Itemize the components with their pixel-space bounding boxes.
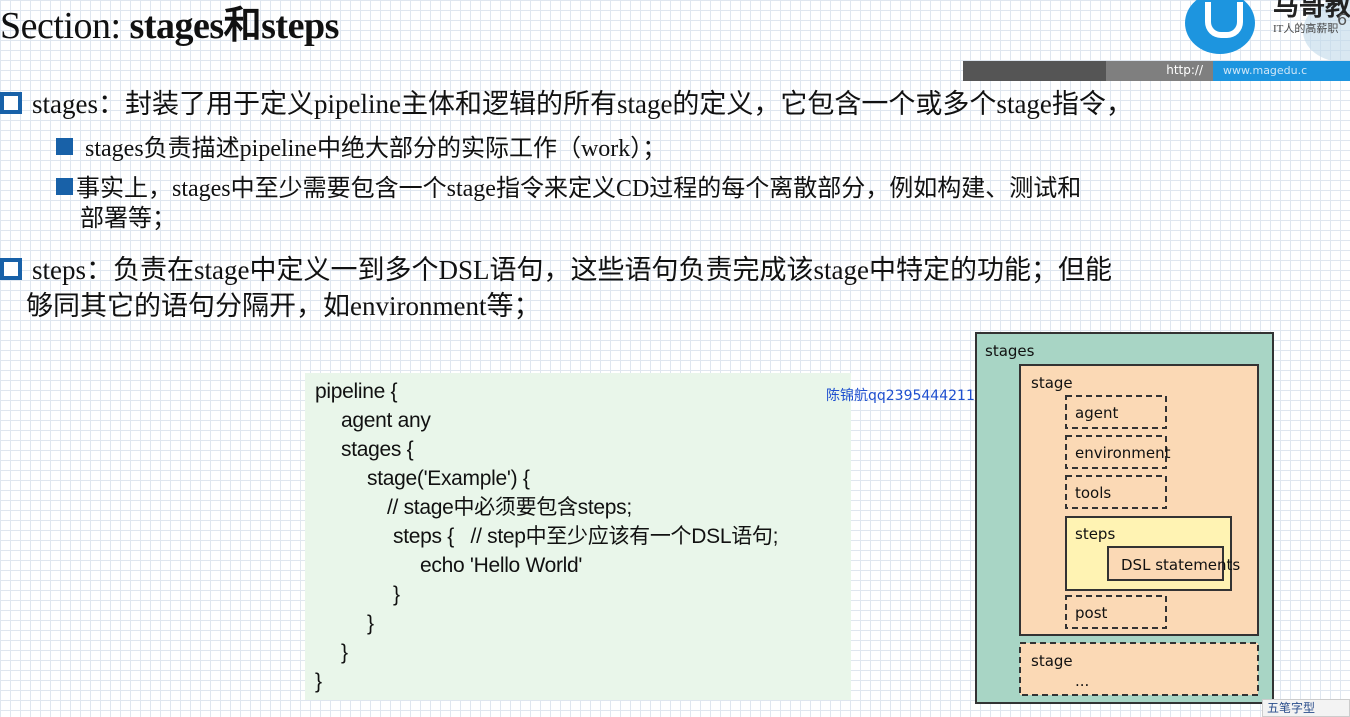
bullet-steps-text: steps：负责在stage中定义一到多个DSL语句，这些语句负责完成该stag… bbox=[32, 255, 1112, 285]
url-banner: http:// www.magedu.c bbox=[963, 61, 1350, 81]
code-line: stage('Example') { bbox=[367, 467, 530, 490]
diagram-dsl-label: DSL statements bbox=[1121, 556, 1240, 574]
diagram-post-box bbox=[1065, 595, 1167, 629]
diagram-dsl-box bbox=[1107, 546, 1224, 581]
bullet-stages: stages：封装了用于定义pipeline主体和逻辑的所有stage的定义，它… bbox=[0, 88, 1133, 121]
code-line: stages { bbox=[341, 438, 414, 461]
logo-mark-icon bbox=[1185, 0, 1255, 54]
code-block: pipeline { agent any stages { stage('Exa… bbox=[305, 373, 851, 700]
ime-mode-label: 五笔字型 bbox=[1267, 701, 1316, 715]
diagram-second-stage-box bbox=[1019, 642, 1259, 696]
slide-number: 6 bbox=[1337, 10, 1348, 29]
hollow-square-bullet-icon bbox=[0, 92, 22, 114]
title-prefix: Section: bbox=[0, 5, 130, 47]
url-prefix: http:// bbox=[1166, 63, 1203, 77]
diagram-agent-label: agent bbox=[1075, 404, 1118, 422]
magedu-logo: 马哥教 IT人的高薪职 6 bbox=[1185, 0, 1350, 62]
diagram-steps-label: steps bbox=[1075, 525, 1115, 543]
diagram-agent-box bbox=[1065, 395, 1167, 429]
bullet-stages-text: stages：封装了用于定义pipeline主体和逻辑的所有stage的定义，它… bbox=[32, 89, 1133, 119]
code-line: } bbox=[393, 583, 400, 606]
diagram-environment-label: environment bbox=[1075, 444, 1171, 462]
square-bullet-icon bbox=[56, 178, 73, 195]
diagram-environment-box bbox=[1065, 435, 1167, 469]
sub-bullet-stages-work: stages负责描述pipeline中绝大部分的实际工作（work）； bbox=[56, 135, 666, 164]
code-comment-line: // stage中必须要包含steps; bbox=[387, 496, 632, 519]
diagram-ellipsis: ... bbox=[1075, 672, 1089, 690]
hollow-square-bullet-icon bbox=[0, 258, 22, 280]
code-line: agent any bbox=[341, 409, 431, 432]
diagram-tools-box bbox=[1065, 475, 1167, 509]
sub-bullet-stages-fact-cont: 部署等； bbox=[80, 206, 176, 232]
title-bold: stages和steps bbox=[129, 5, 340, 47]
watermark: 陈锦航qq2395444211 bbox=[826, 388, 975, 404]
bullet-steps: steps：负责在stage中定义一到多个DSL语句，这些语句负责完成该stag… bbox=[0, 254, 1112, 287]
sub-bullet-stages-fact-text: 事实上，stages中至少需要包含一个stage指令来定义CD过程的每个离散部分… bbox=[76, 176, 1082, 202]
code-line: } bbox=[315, 670, 322, 693]
sub-bullet-stages-work-text: stages负责描述pipeline中绝大部分的实际工作（work）； bbox=[85, 136, 667, 162]
diagram-second-stage-label: stage bbox=[1031, 652, 1073, 670]
logo-slogan: IT人的高薪职 bbox=[1273, 23, 1339, 35]
url-site: www.magedu.c bbox=[1223, 64, 1308, 77]
square-bullet-icon bbox=[56, 138, 73, 155]
diagram-tools-label: tools bbox=[1075, 484, 1111, 502]
code-line: pipeline { bbox=[315, 380, 398, 403]
code-line: steps { // step中至少应该有一个DSL语句; bbox=[393, 525, 779, 548]
page-title: Section: stages和steps bbox=[0, 0, 339, 49]
code-line: } bbox=[341, 641, 348, 664]
logo-name: 马哥教 bbox=[1273, 0, 1350, 22]
ime-status-bar[interactable]: 五笔字型 bbox=[1262, 699, 1350, 717]
diagram-post-label: post bbox=[1075, 604, 1108, 622]
pipeline-structure-diagram: stages stage agent environment tools ste… bbox=[975, 332, 1274, 704]
bullet-steps-cont: 够同其它的语句分隔开，如environment等； bbox=[26, 291, 541, 321]
code-line: echo 'Hello World' bbox=[420, 554, 583, 577]
sub-bullet-stages-fact: 事实上，stages中至少需要包含一个stage指令来定义CD过程的每个离散部分… bbox=[56, 175, 1081, 204]
diagram-stages-label: stages bbox=[985, 342, 1035, 360]
code-line: } bbox=[367, 612, 374, 635]
diagram-stage-label: stage bbox=[1031, 374, 1073, 392]
